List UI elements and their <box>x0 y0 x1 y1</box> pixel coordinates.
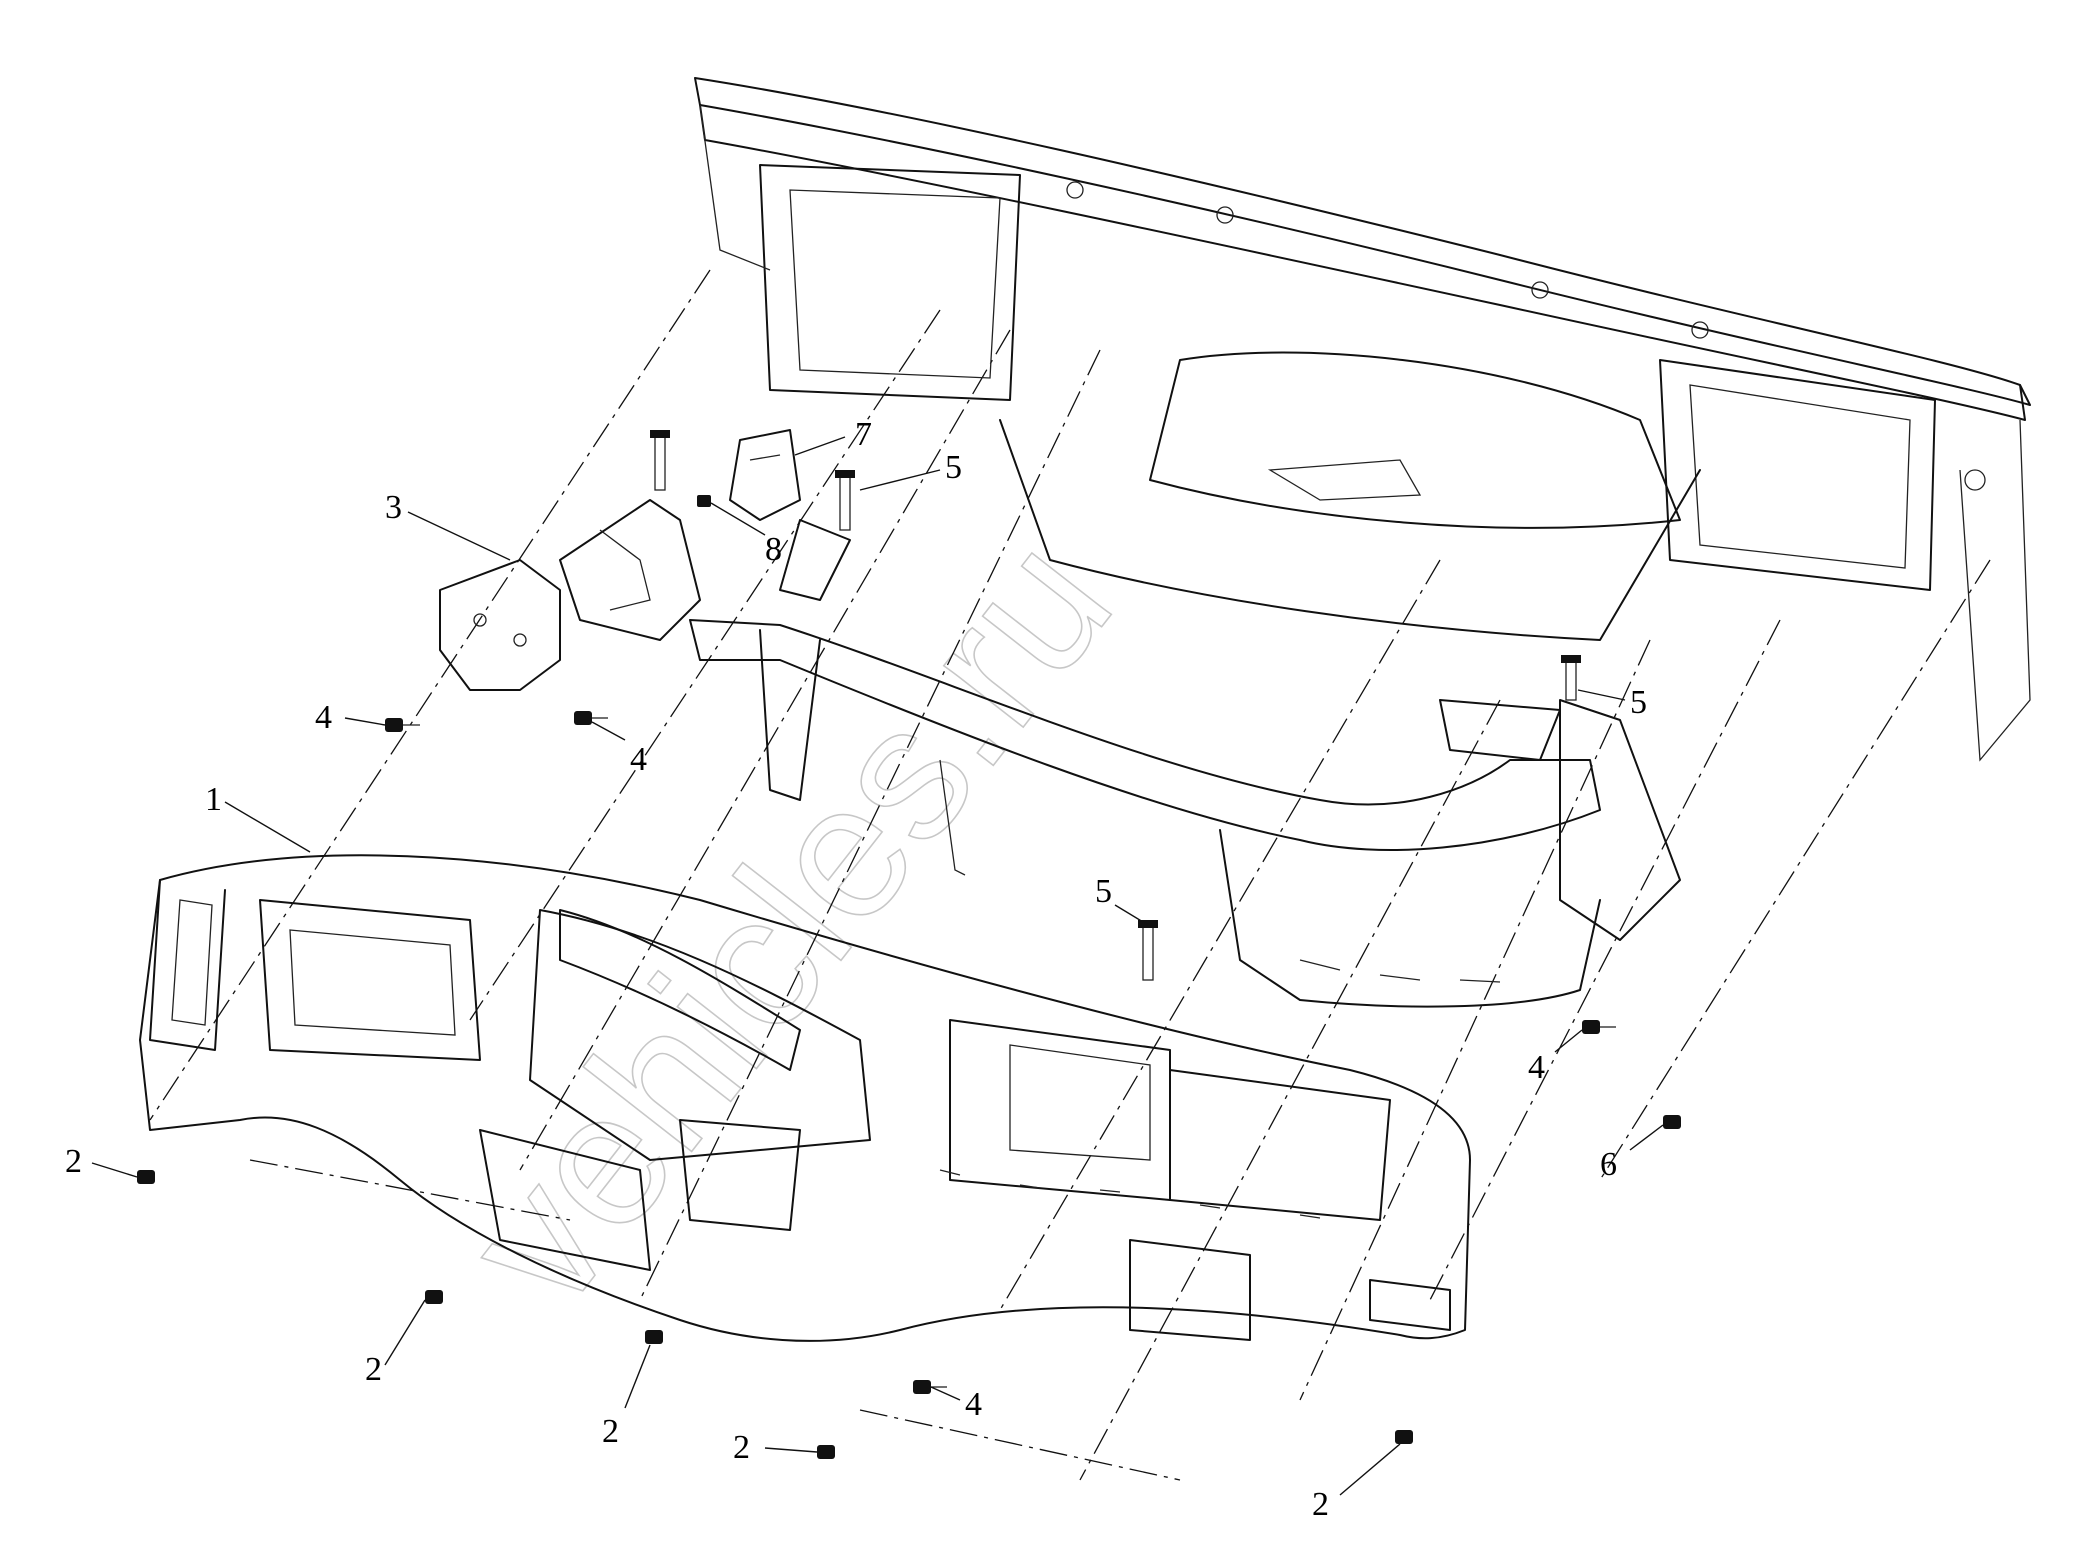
watermark: vehicles.ru <box>424 498 1152 1346</box>
callout-4: 4 <box>315 699 332 736</box>
support-bolt-icon <box>650 430 670 491</box>
leader-lines <box>91 436 1664 1496</box>
support-bolt-icon <box>1561 655 1581 701</box>
bolt-icon <box>913 1380 947 1394</box>
fasteners <box>137 430 1681 1459</box>
screw-icon <box>137 1170 155 1184</box>
callout-2: 2 <box>602 1413 619 1450</box>
callout-7: 7 <box>855 416 872 453</box>
callout-4: 4 <box>965 1386 982 1423</box>
support-bolt-icon <box>835 470 855 531</box>
bolt-icon <box>385 718 420 732</box>
nut-icon <box>697 495 711 507</box>
screw-icon <box>645 1330 663 1344</box>
cross-car-beam <box>689 519 1681 1008</box>
callout-4: 4 <box>630 741 647 778</box>
support-bolt-icon <box>1138 920 1158 981</box>
callout-8: 8 <box>765 531 782 568</box>
bolt-icon <box>574 711 608 725</box>
callout-2: 2 <box>365 1351 382 1388</box>
screw-icon <box>817 1445 835 1459</box>
callout-5: 5 <box>945 449 962 486</box>
screw-icon <box>1395 1430 1413 1444</box>
callout-5: 5 <box>1630 684 1647 721</box>
screw-icon <box>425 1290 443 1304</box>
small-bracket <box>729 429 801 521</box>
callouts: 1 2 2 2 2 2 3 4 4 4 4 5 5 5 6 7 8 <box>65 416 1647 1523</box>
left-bracket <box>439 499 701 691</box>
assembly-centerlines <box>149 269 1991 1481</box>
callout-2: 2 <box>1312 1486 1329 1523</box>
callout-2: 2 <box>65 1143 82 1180</box>
callout-5: 5 <box>1095 873 1112 910</box>
callout-2: 2 <box>733 1429 750 1466</box>
callout-3: 3 <box>385 489 402 526</box>
callout-6: 6 <box>1600 1146 1617 1183</box>
bolt-icon <box>1582 1020 1616 1034</box>
instrument-panel <box>139 854 1471 1342</box>
cowl-panel <box>694 77 2031 762</box>
callout-1: 1 <box>205 781 222 818</box>
screw-icon <box>1663 1115 1681 1129</box>
callout-4: 4 <box>1528 1049 1545 1086</box>
watermark-text: vehicles.ru <box>425 499 1151 1345</box>
